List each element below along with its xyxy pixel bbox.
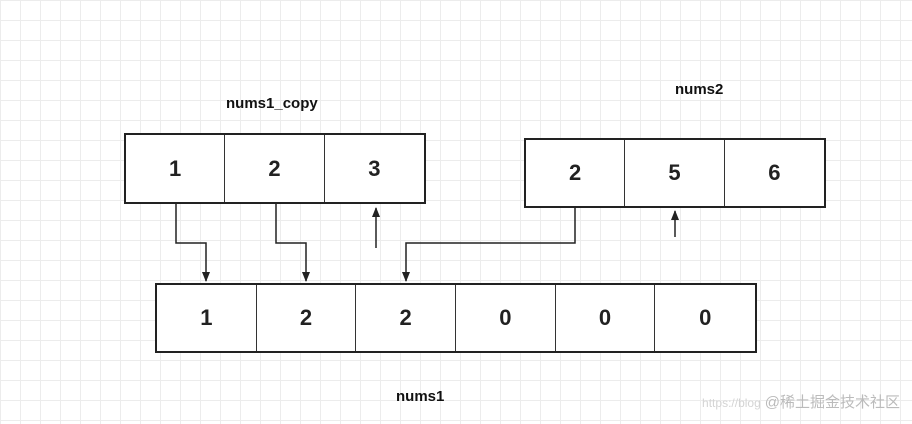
nums2-array: 2 5 6 <box>524 138 826 208</box>
nums2-cell: 2 <box>526 140 626 206</box>
nums2-label: nums2 <box>675 81 724 98</box>
nums1-copy-cell: 3 <box>368 155 381 181</box>
nums1-copy-array: 1 2 3 <box>124 133 426 204</box>
watermark: https://blog@稀土掘金技术社区 <box>702 391 900 412</box>
nums1-array: 1 2 2 0 0 0 <box>155 283 757 353</box>
nums2-cell: 6 <box>768 160 781 185</box>
nums1-cell: 0 <box>556 285 656 351</box>
nums1-copy-cell: 1 <box>126 135 226 202</box>
nums1-cell: 2 <box>356 285 457 351</box>
nums1-copy-label: nums1_copy <box>226 95 318 112</box>
copy-2-to-nums1-arrow <box>275 204 310 282</box>
nums1-cell: 0 <box>456 285 556 351</box>
watermark-url: https://blog <box>702 396 761 410</box>
nums1-cell: 0 <box>699 305 712 330</box>
nums1-cell: 2 <box>257 285 357 351</box>
nums1-label: nums1 <box>396 388 445 405</box>
copy-1-to-nums1-arrow <box>175 204 210 282</box>
nums1-copy-cell: 2 <box>225 135 325 202</box>
nums2-cell: 5 <box>625 140 725 206</box>
nums1-cell: 1 <box>157 285 257 351</box>
watermark-text: @稀土掘金技术社区 <box>764 394 900 411</box>
nums2-2-to-nums1-arrow <box>402 208 576 282</box>
